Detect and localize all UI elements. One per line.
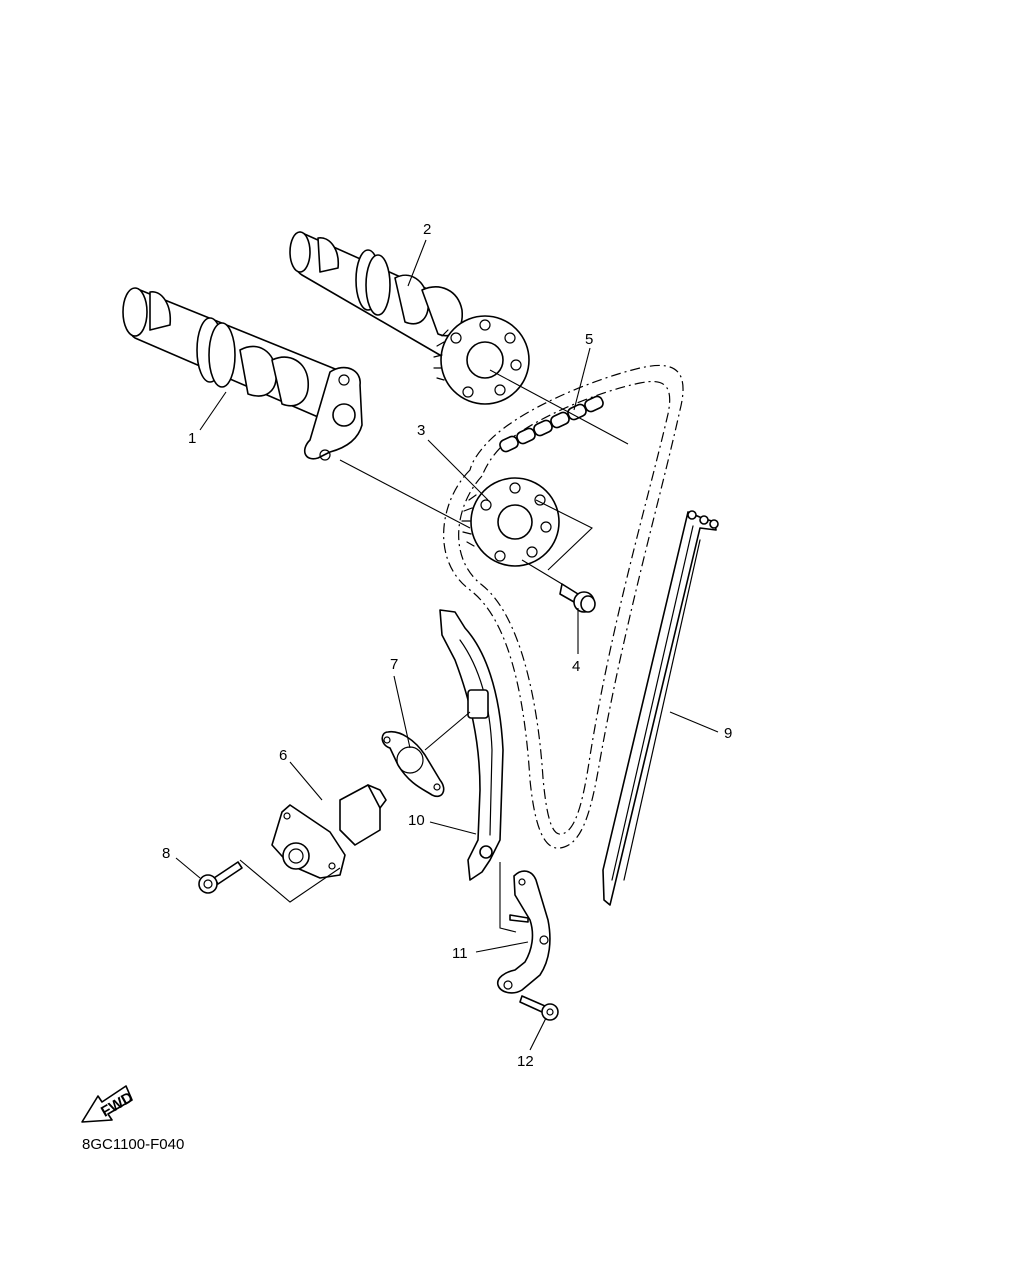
tensioner-guide-10: [439, 609, 504, 881]
bracket-11: [496, 870, 551, 994]
callout-11: 11: [452, 945, 468, 962]
gasket-7: [381, 730, 445, 798]
callout-5: 5: [585, 331, 593, 348]
tensioner-6: [271, 784, 387, 879]
callout-10: 10: [408, 812, 425, 829]
camshaft-2: [289, 231, 530, 405]
assembly-lines: [239, 369, 629, 933]
bolt-4: [559, 583, 596, 613]
callout-6: 6: [279, 747, 287, 764]
cam-chain-outline: [443, 364, 684, 849]
bolt-8: [198, 861, 243, 894]
callouts: 1 2 3 4 5 6 7 8 9 10 11 12: [162, 221, 732, 1070]
cam-sprocket-3: [461, 477, 560, 567]
callout-3: 3: [417, 422, 425, 439]
figure-code: 8GC1100-F040: [82, 1136, 185, 1153]
callout-7: 7: [390, 656, 398, 673]
chain-guide-9: [602, 510, 719, 906]
leader-lines: [175, 239, 719, 1051]
callout-4: 4: [572, 658, 580, 675]
callout-12: 12: [517, 1053, 534, 1070]
callout-9: 9: [724, 725, 732, 742]
bolt-12: [519, 995, 559, 1021]
callout-8: 8: [162, 845, 170, 862]
camshaft-1: [122, 287, 363, 461]
callout-2: 2: [423, 221, 431, 238]
callout-1: 1: [188, 430, 196, 447]
chain-links: [499, 395, 604, 453]
fwd-arrow-icon: FWD: [81, 1085, 136, 1123]
